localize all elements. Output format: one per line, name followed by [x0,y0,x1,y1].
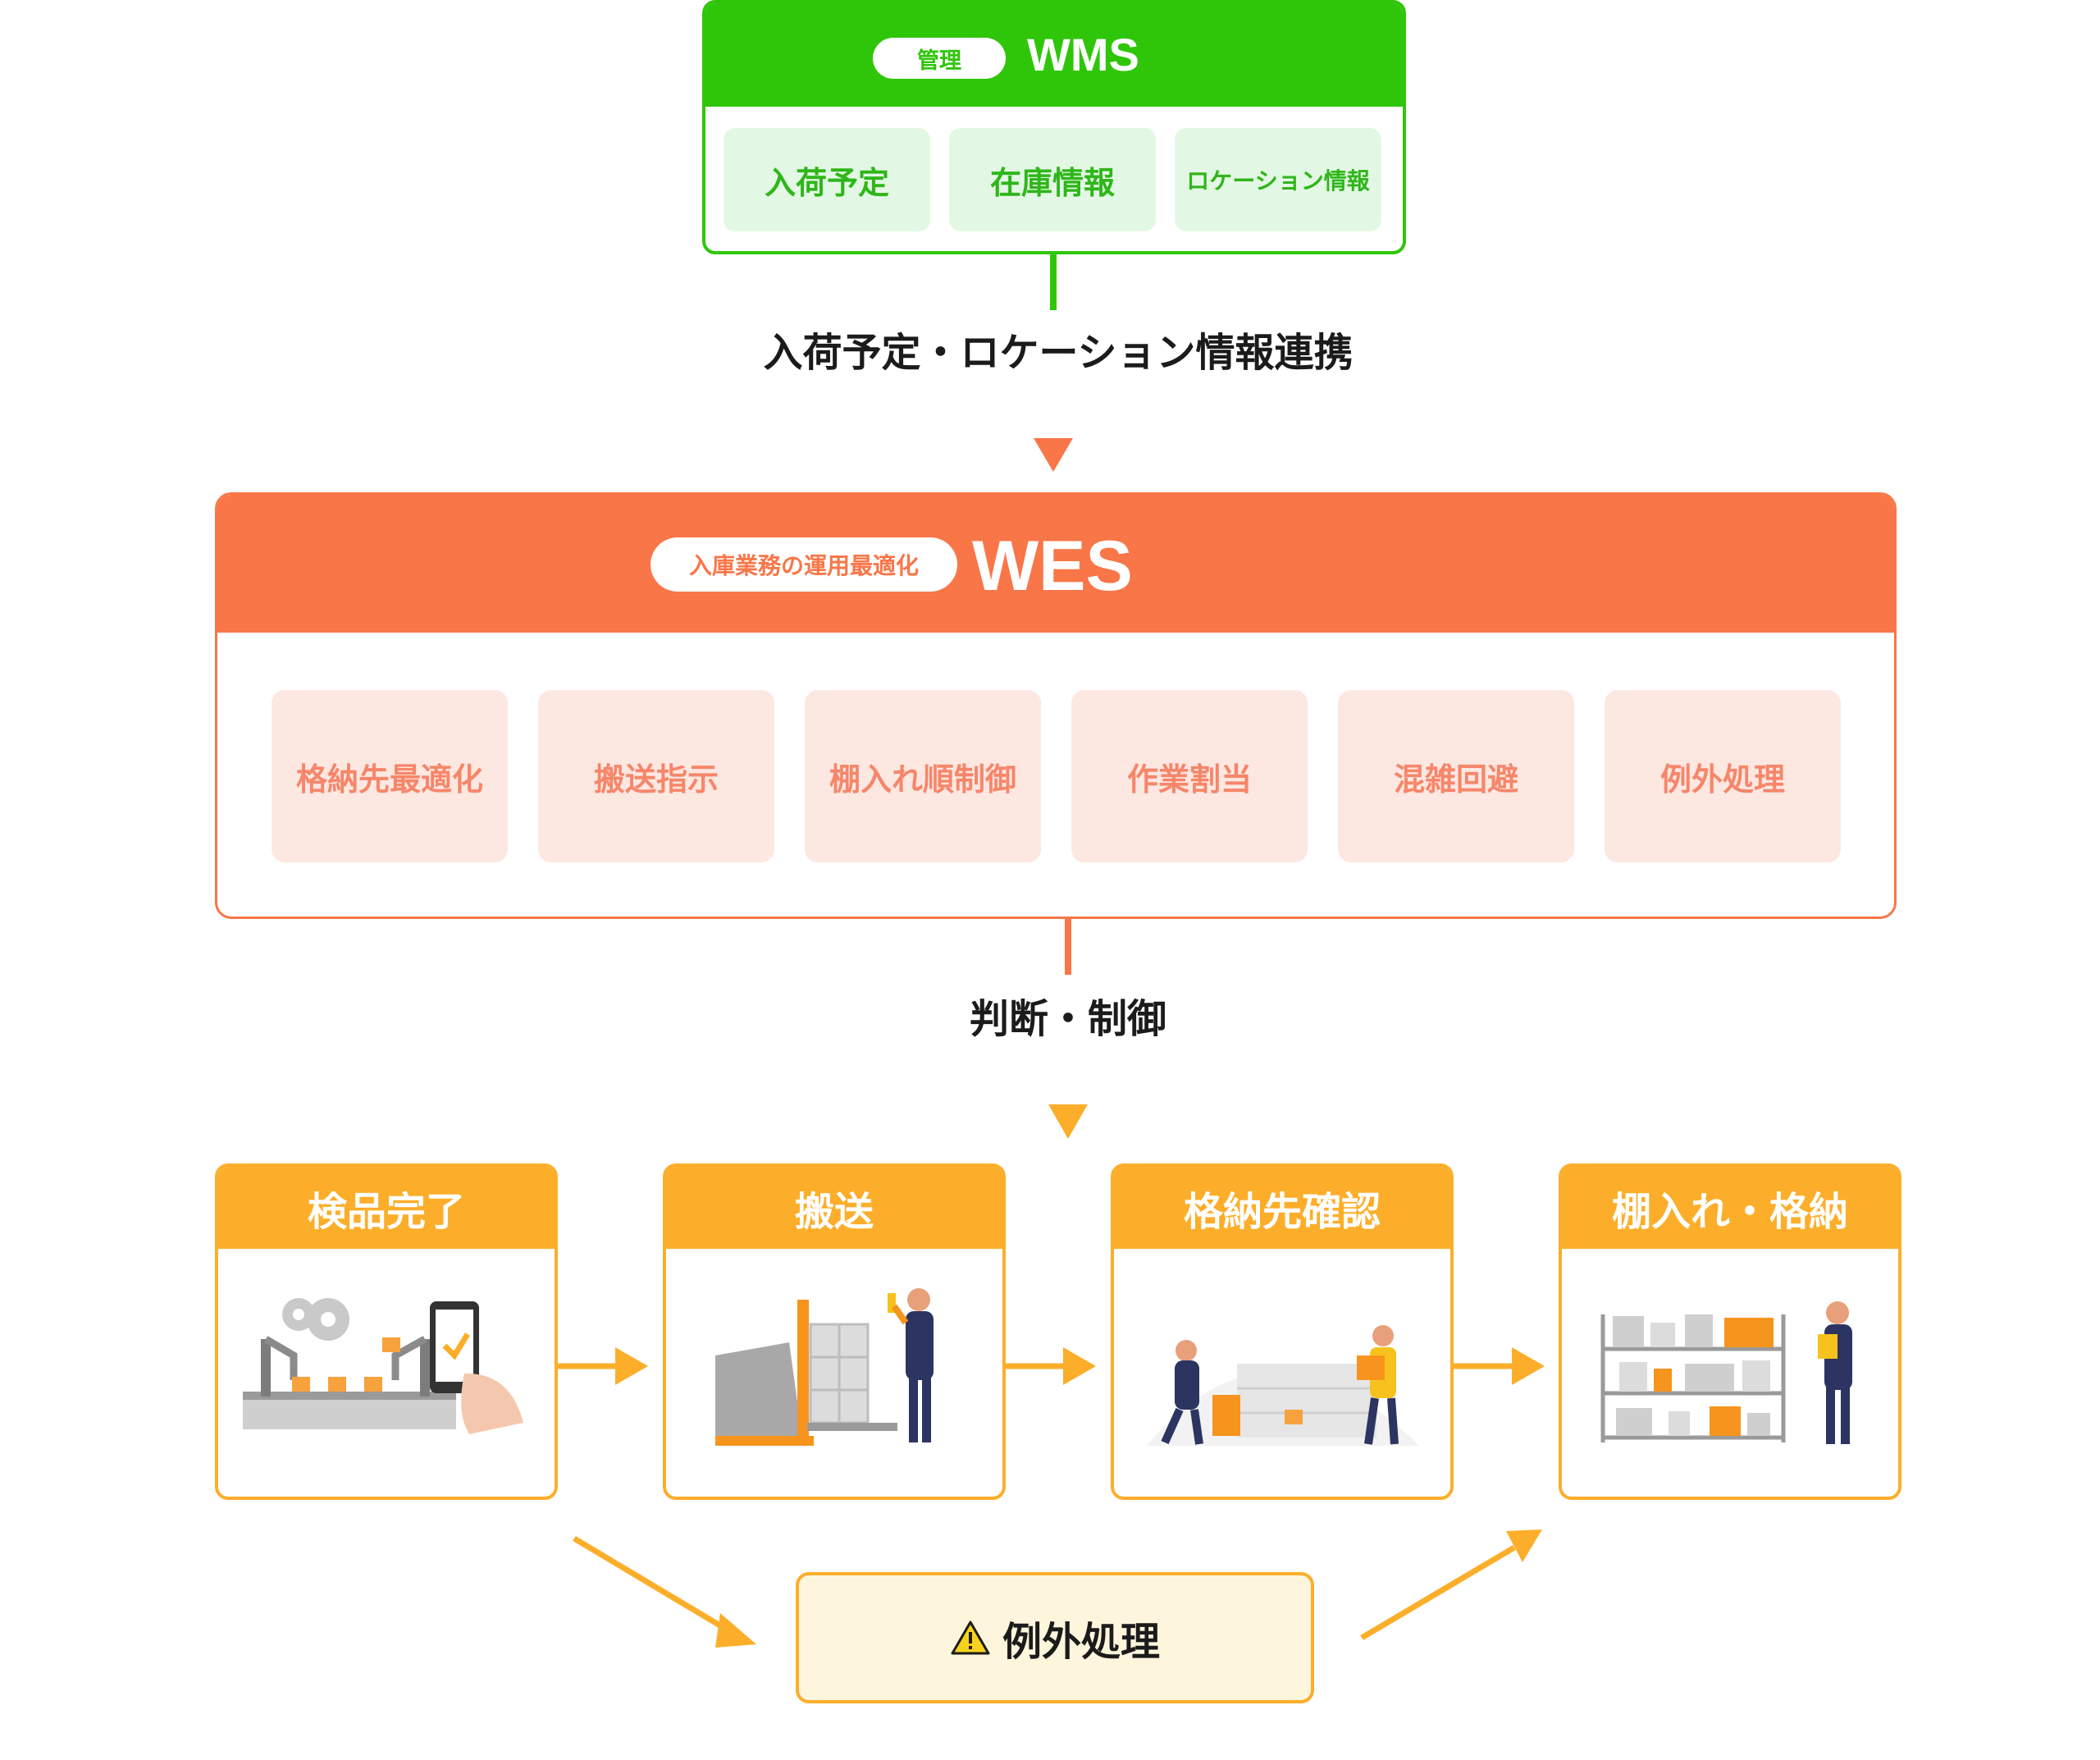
wes-item-congestion-avoidance: 混雑回避 [1338,690,1574,862]
wes-header: 入庫業務の運用最適化 WES [217,495,1894,633]
wms-wes-link-label: 入荷予定・ロケーション情報連携 [763,330,1354,376]
inspection-illustration [243,1298,523,1434]
wes-panel: 入庫業務の運用最適化 WES 格納先最適化 搬送指示 棚入れ順制御 作業割当 混… [215,492,1897,919]
step-card-transport: 搬送 [663,1163,1006,1500]
wes-item-storage-optimization: 格納先最適化 [272,690,508,862]
warning-icon [951,1621,990,1655]
wms-item-arrival-plan: 入荷予定 [724,128,930,231]
wms-header: 管理 WMS [705,3,1403,107]
control-label: 判断・制御 [969,996,1166,1042]
step-card-storage-check: 格納先確認 [1111,1163,1454,1500]
wes-badge: 入庫業務の運用最適化 [651,537,957,592]
wms-title: WMS [1027,29,1139,80]
wes-item-transport-instruction: 搬送指示 [538,690,774,862]
wms-item-location: ロケーション情報 [1175,128,1381,231]
wms-panel: 管理 WMS 入荷予定 在庫情報 ロケーション情報 [702,0,1406,254]
step-title: 格納先確認 [1114,1167,1450,1249]
step-title: 搬送 [666,1167,1002,1249]
exception-label: 例外処理 [1002,1619,1160,1665]
putaway-illustration [1600,1301,1852,1444]
wes-item-task-assignment: 作業割当 [1071,690,1308,862]
step-card-putaway: 棚入れ・格納 [1559,1163,1901,1500]
transport-illustration [715,1288,934,1446]
storage-check-illustration [1147,1325,1419,1446]
wes-title: WES [972,527,1133,606]
wms-item-inventory: 在庫情報 [949,128,1156,231]
exception-box: 例外処理 [796,1572,1314,1703]
wes-item-putaway-order: 棚入れ順制御 [805,690,1041,862]
wms-badge: 管理 [873,38,1006,79]
wes-item-exception-handling: 例外処理 [1605,690,1841,862]
step-title: 棚入れ・格納 [1562,1167,1898,1249]
step-title: 検品完了 [218,1167,555,1249]
step-card-inspection: 検品完了 [215,1163,558,1500]
